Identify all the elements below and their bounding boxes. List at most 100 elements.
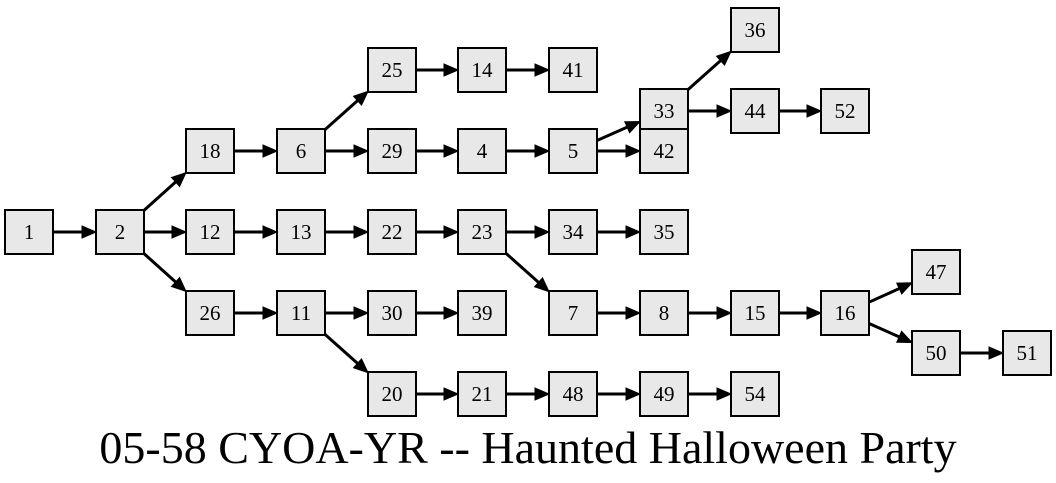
node-box xyxy=(911,249,961,295)
arrowhead-icon xyxy=(806,104,823,118)
node-label: 18 xyxy=(200,139,221,163)
node-box xyxy=(457,128,507,174)
arrowhead-icon xyxy=(534,144,551,158)
node-33: 33 xyxy=(639,88,689,134)
node-box xyxy=(367,128,417,174)
arrowhead-icon xyxy=(625,144,642,158)
node-44: 44 xyxy=(730,88,780,134)
edge-49-to-54 xyxy=(688,387,733,401)
edge-6-to-29 xyxy=(325,144,370,158)
arrowhead-icon xyxy=(534,387,551,401)
arrowhead-icon xyxy=(896,330,914,343)
node-label: 20 xyxy=(382,382,403,406)
edge-23-to-7 xyxy=(505,252,550,293)
arrowhead-icon xyxy=(715,50,732,67)
node-15: 15 xyxy=(730,290,780,336)
arrowhead-icon xyxy=(534,63,551,77)
arrowhead-icon xyxy=(443,306,460,320)
node-51: 51 xyxy=(1002,330,1052,376)
node-box xyxy=(367,209,417,255)
node-box xyxy=(276,209,326,255)
node-30: 30 xyxy=(367,290,417,336)
edge-16-to-50 xyxy=(868,322,914,343)
arrowhead-icon xyxy=(534,225,551,239)
node-label: 42 xyxy=(654,139,675,163)
node-box xyxy=(639,209,689,255)
node-29: 29 xyxy=(367,128,417,174)
edge-7-to-8 xyxy=(597,306,642,320)
node-54: 54 xyxy=(730,371,780,417)
node-13: 13 xyxy=(276,209,326,255)
node-label: 49 xyxy=(654,382,675,406)
node-box xyxy=(639,88,689,134)
node-box xyxy=(548,128,598,174)
node-2: 2 xyxy=(95,209,145,255)
edge-8-to-15 xyxy=(688,306,733,320)
arrowhead-icon xyxy=(262,306,279,320)
node-label: 14 xyxy=(472,58,494,82)
arrowhead-icon xyxy=(353,225,370,239)
edge-11-to-30 xyxy=(325,306,370,320)
node-39: 39 xyxy=(457,290,507,336)
node-label: 54 xyxy=(745,382,767,406)
node-48: 48 xyxy=(548,371,598,417)
node-label: 30 xyxy=(382,301,403,325)
edge-line xyxy=(868,287,900,304)
node-box xyxy=(548,290,598,336)
node-42: 42 xyxy=(639,128,689,174)
node-50: 50 xyxy=(911,330,961,376)
edge-4-to-5 xyxy=(506,144,551,158)
edge-5-to-42 xyxy=(597,144,642,158)
node-label: 13 xyxy=(291,220,312,244)
arrowhead-icon xyxy=(716,306,733,320)
edge-2-to-26 xyxy=(142,252,187,293)
edge-5-to-33 xyxy=(596,121,642,142)
node-label: 21 xyxy=(472,382,493,406)
node-box xyxy=(4,209,54,255)
node-label: 47 xyxy=(926,260,947,284)
edge-25-to-14 xyxy=(416,63,460,77)
node-box xyxy=(457,290,507,336)
edge-line xyxy=(324,333,359,365)
arrowhead-icon xyxy=(625,306,642,320)
arrowhead-icon xyxy=(443,387,460,401)
node-22: 22 xyxy=(367,209,417,255)
node-box xyxy=(639,371,689,417)
node-box xyxy=(730,7,780,53)
edge-line xyxy=(324,99,359,131)
arrowhead-icon xyxy=(170,171,187,188)
node-11: 11 xyxy=(276,290,326,336)
node-box xyxy=(185,290,235,336)
arrowhead-icon xyxy=(625,225,642,239)
node-6: 6 xyxy=(276,128,326,174)
node-label: 52 xyxy=(835,99,856,123)
arrowhead-icon xyxy=(625,387,642,401)
arrowhead-icon xyxy=(353,144,370,158)
edge-11-to-20 xyxy=(324,333,369,374)
node-box xyxy=(276,290,326,336)
node-box xyxy=(457,371,507,417)
edge-33-to-44 xyxy=(688,104,733,118)
node-16: 16 xyxy=(820,290,870,336)
node-12: 12 xyxy=(185,209,235,255)
node-label: 8 xyxy=(659,301,670,325)
node-4: 4 xyxy=(457,128,507,174)
node-label: 22 xyxy=(382,220,403,244)
arrowhead-icon xyxy=(352,357,369,374)
edge-16-to-47 xyxy=(868,282,914,304)
arrowhead-icon xyxy=(443,144,460,158)
node-box xyxy=(457,47,507,93)
node-box xyxy=(185,209,235,255)
node-23: 23 xyxy=(457,209,507,255)
node-label: 2 xyxy=(115,220,126,244)
node-label: 48 xyxy=(563,382,584,406)
edge-50-to-51 xyxy=(960,346,1005,360)
node-box xyxy=(548,371,598,417)
node-box xyxy=(730,290,780,336)
edge-29-to-4 xyxy=(416,144,460,158)
node-35: 35 xyxy=(639,209,689,255)
node-label: 1 xyxy=(24,220,35,244)
node-8: 8 xyxy=(639,290,689,336)
arrowhead-icon xyxy=(170,276,187,293)
